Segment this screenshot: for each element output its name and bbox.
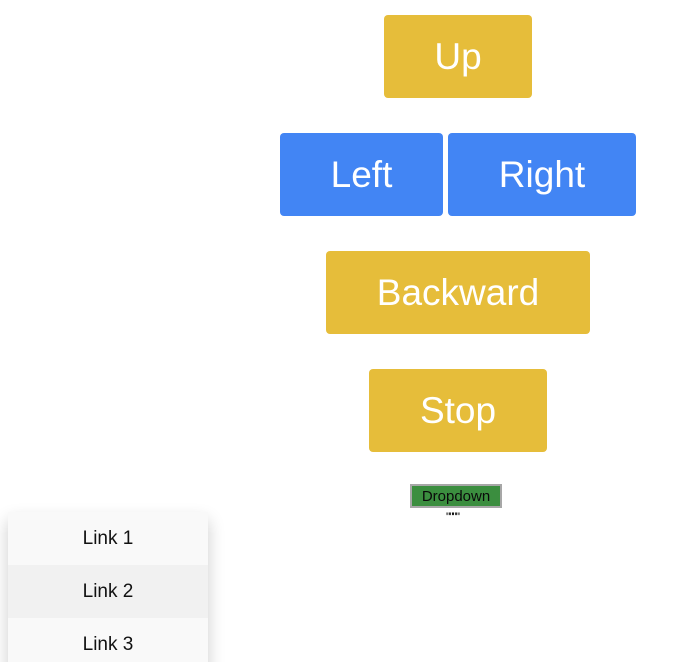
dropdown-menu: Link 1 Link 2 Link 3 bbox=[8, 512, 208, 662]
stop-button[interactable]: Stop bbox=[369, 369, 547, 452]
right-button[interactable]: Right bbox=[448, 133, 636, 216]
backward-button[interactable]: Backward bbox=[326, 251, 590, 334]
up-button[interactable]: Up bbox=[384, 15, 532, 98]
menu-link-3[interactable]: Link 3 bbox=[82, 633, 134, 655]
menu-link-2[interactable]: Link 2 bbox=[8, 565, 208, 618]
dropdown-button[interactable]: Dropdown bbox=[410, 484, 502, 508]
menu-link-1[interactable]: Link 1 bbox=[82, 527, 134, 549]
quote-text: """" bbox=[446, 510, 460, 524]
left-button[interactable]: Left bbox=[280, 133, 443, 216]
